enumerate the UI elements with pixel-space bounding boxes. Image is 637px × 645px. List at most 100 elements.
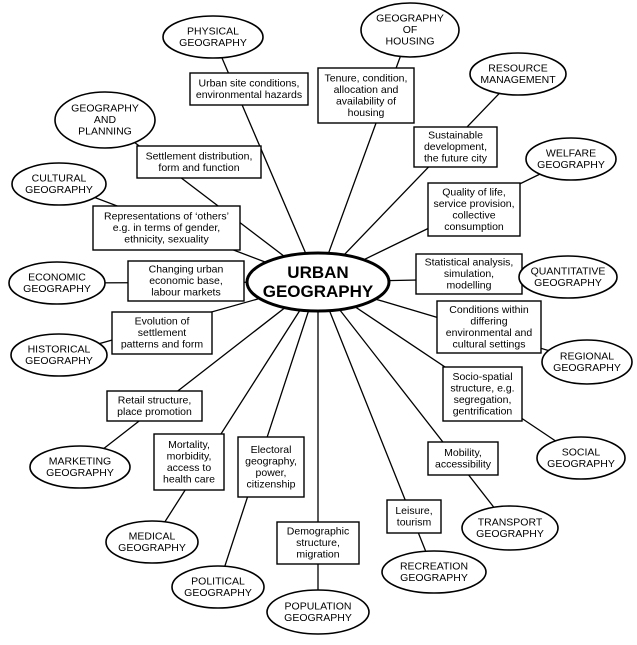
link-box-planning (136, 145, 262, 179)
link-text-political-line: citizenship (246, 478, 295, 490)
link-text-planning: Settlement distribution,form and functio… (146, 150, 253, 174)
field-label-medical-line: MEDICAL (129, 530, 176, 542)
link-text-cultural-line: e.g. in terms of gender, (113, 222, 220, 234)
link-text-recreation-line: tourism (397, 516, 432, 528)
link-text-population-line: structure, (296, 537, 340, 549)
field-label-population-line: GEOGRAPHY (284, 612, 352, 624)
field-label-physical-line: PHYSICAL (187, 25, 239, 37)
link-box-regional (436, 300, 542, 354)
link-box-resource (413, 126, 498, 168)
field-label-transport-line: TRANSPORT (478, 516, 543, 528)
link-text-recreation: Leisure,tourism (395, 505, 432, 529)
link-text-recreation-line: Leisure, (395, 505, 432, 517)
branch-marketing: Retail structure,place promotionMARKETIN… (29, 390, 203, 489)
link-box-economic (127, 260, 245, 302)
field-label-cultural-line: CULTURAL (32, 172, 87, 184)
link-text-quantitative-line: simulation, (444, 268, 494, 280)
field-label-resource-line: RESOURCE (488, 62, 548, 74)
link-text-regional-line: Conditions within (449, 304, 529, 316)
connector-political (217, 281, 319, 588)
center-label-line: GEOGRAPHY (263, 282, 374, 301)
field-label-resource-line: MANAGEMENT (480, 74, 556, 86)
field-label-recreation-line: RECREATION (400, 560, 468, 572)
field-label-housing-line: GEOGRAPHY (376, 13, 444, 25)
link-text-marketing: Retail structure,place promotion (117, 394, 192, 418)
field-label-historical-line: GEOGRAPHY (25, 355, 93, 367)
field-ellipse-population (266, 589, 370, 635)
link-text-welfare-line: service provision, (433, 198, 514, 210)
field-label-planning-line: GEOGRAPHY (71, 103, 139, 115)
connector-transport (317, 281, 511, 529)
link-text-welfare-line: collective (452, 209, 495, 221)
field-label-welfare-line: GEOGRAPHY (537, 159, 605, 171)
field-ellipse-transport (461, 505, 559, 551)
link-text-political-line: power, (256, 467, 287, 479)
branch-quantitative: Statistical analysis,simulation,modellin… (415, 253, 618, 299)
link-box-political (237, 436, 305, 498)
link-text-physical-line: Urban site conditions, (199, 77, 300, 89)
link-text-marketing-line: Retail structure, (118, 394, 192, 406)
field-ellipse-resource (469, 52, 567, 96)
link-text-historical-line: patterns and form (121, 339, 204, 351)
link-text-population-line: migration (296, 549, 339, 561)
field-ellipse-historical (10, 333, 108, 377)
link-text-physical: Urban site conditions,environmental haza… (196, 77, 302, 101)
link-text-social-line: structure, e.g. (450, 382, 514, 394)
field-label-quantitative-line: QUANTITATIVE (531, 265, 606, 277)
connector-marketing (79, 281, 319, 468)
field-label-recreation-line: GEOGRAPHY (400, 572, 468, 584)
field-ellipse-cultural (11, 162, 107, 206)
field-label-housing-line: HOUSING (385, 36, 434, 48)
link-box-quantitative (415, 253, 523, 295)
link-text-medical-line: access to (167, 462, 212, 474)
field-label-housing-line: OF (403, 24, 418, 36)
link-text-resource-line: Sustainable (428, 130, 483, 142)
branch-planning: Settlement distribution,form and functio… (54, 91, 262, 179)
field-label-planning-line: PLANNING (78, 126, 132, 138)
field-label-political-line: POLITICAL (191, 575, 245, 587)
field-label-marketing-line: GEOGRAPHY (46, 467, 114, 479)
field-label-planning-line: AND (94, 114, 117, 126)
link-box-welfare (427, 182, 521, 237)
link-box-cultural (92, 205, 241, 251)
field-label-quantitative-line: GEOGRAPHY (534, 277, 602, 289)
field-ellipse-marketing (29, 445, 131, 489)
link-box-population (276, 521, 360, 565)
field-ellipse-medical (105, 520, 199, 564)
link-text-quantitative-line: Statistical analysis, (425, 257, 514, 269)
field-ellipse-quantitative (518, 255, 618, 299)
link-box-physical (189, 72, 309, 106)
link-text-population-line: Demographic (287, 526, 349, 538)
field-label-social-line: SOCIAL (562, 446, 601, 458)
link-text-historical-line: Evolution of (135, 316, 190, 328)
link-text-cultural-line: ethnicity, sexuality (124, 234, 209, 246)
field-label-medical-line: GEOGRAPHY (118, 542, 186, 554)
field-ellipse-physical (162, 15, 264, 59)
field-label-physical-line: GEOGRAPHY (179, 37, 247, 49)
connector-resource (317, 73, 519, 283)
link-box-historical (111, 311, 213, 355)
link-box-recreation (386, 499, 442, 534)
field-ellipse-regional (541, 339, 633, 385)
field-ellipse-recreation (381, 550, 487, 594)
